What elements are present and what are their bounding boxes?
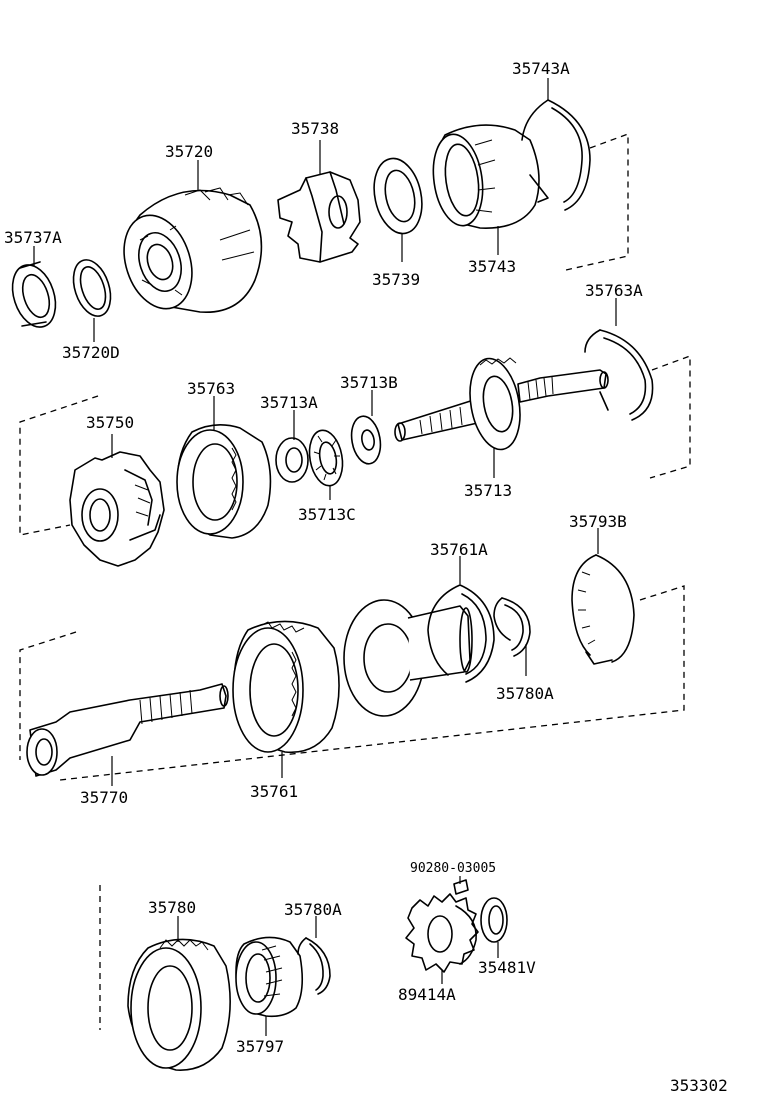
part-89414A-rotor	[405, 893, 479, 973]
label-35763: 35763	[187, 379, 235, 398]
label-35793B: 35793B	[569, 512, 627, 531]
label-35780: 35780	[148, 898, 196, 917]
figure-reference-number: 353302	[670, 1076, 728, 1095]
label-90280-03005: 90280-03005	[410, 861, 496, 876]
label-35743A: 35743A	[512, 59, 570, 78]
part-35780-gear	[127, 938, 231, 1071]
label-35720D: 35720D	[62, 343, 120, 362]
part-35720-drum	[123, 187, 263, 313]
label-35761: 35761	[250, 782, 298, 801]
label-35738: 35738	[291, 119, 339, 138]
part-35720D-ring	[72, 259, 112, 317]
part-35737A-seal	[11, 261, 57, 328]
part-35793B-ring	[571, 554, 635, 665]
label-35713C: 35713C	[298, 505, 356, 524]
part-35780A-ring-row3	[493, 597, 531, 657]
part-35713-shaft	[394, 357, 609, 451]
part-35739-washer	[373, 157, 423, 235]
part-90280-key	[453, 879, 469, 895]
label-35770: 35770	[80, 788, 128, 807]
part-35797-bearing	[235, 936, 304, 1018]
part-35763-ringgear	[176, 424, 272, 539]
label-35720: 35720	[165, 142, 213, 161]
dash-group-row3	[19, 585, 685, 781]
label-35750: 35750	[86, 413, 134, 432]
part-35750-carrier	[69, 451, 165, 567]
label-35739: 35739	[372, 270, 420, 289]
label-35713A: 35713A	[260, 393, 318, 412]
dash-group-row2	[649, 355, 691, 479]
part-35738-bracket	[277, 171, 361, 263]
label-89414A: 89414A	[398, 985, 456, 1004]
part-35713C-bearing	[308, 429, 344, 487]
label-35780A-row3: 35780A	[496, 684, 554, 703]
part-35743-drum	[432, 124, 549, 229]
part-35763A-ring	[584, 329, 654, 421]
dash-group-35750	[19, 395, 99, 536]
label-35713B: 35713B	[340, 373, 398, 392]
label-35761A: 35761A	[430, 540, 488, 559]
part-flange-hub	[343, 599, 473, 717]
label-35780A-row4: 35780A	[284, 900, 342, 919]
part-35743A-ring	[521, 99, 591, 211]
part-35780A-ring-row4	[297, 937, 331, 995]
part-35713B-washer	[350, 415, 382, 465]
label-35481V: 35481V	[478, 958, 536, 977]
label-35737A: 35737A	[4, 228, 62, 247]
part-35761A-ring	[427, 584, 495, 683]
label-35797: 35797	[236, 1037, 284, 1056]
label-35743: 35743	[468, 257, 516, 276]
label-35763A: 35763A	[585, 281, 643, 300]
part-35770-shaft	[26, 683, 229, 777]
part-35713A-bushing	[275, 437, 309, 483]
part-35481V-ring	[480, 897, 508, 943]
label-35713: 35713	[464, 481, 512, 500]
part-35761-ringgear	[232, 620, 340, 754]
dash-group-row1	[565, 133, 629, 271]
